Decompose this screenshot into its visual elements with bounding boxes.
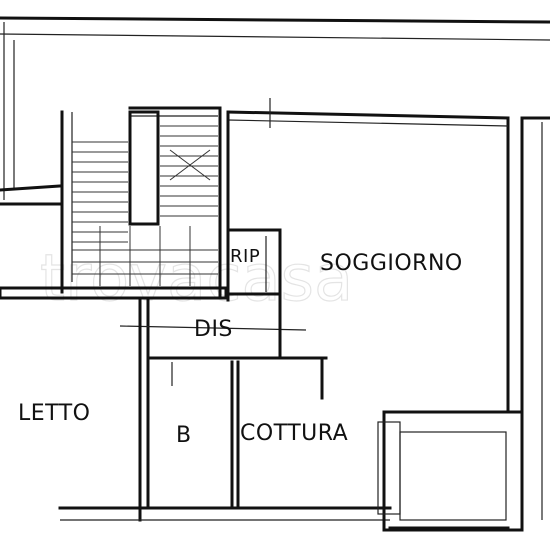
staircase: [72, 110, 218, 286]
room-label-bagno: B: [176, 423, 192, 448]
watermark-text: trovacasa: [40, 242, 353, 316]
top-boundary: [0, 16, 550, 200]
room-label-cottura: COTTURA: [240, 421, 348, 446]
walls: [0, 98, 550, 532]
room-label-letto: LETTO: [18, 401, 90, 426]
room-label-ripostiglio: RIP: [230, 246, 260, 267]
room-label-soggiorno: SOGGIORNO: [320, 251, 463, 276]
room-label-disimpegno: DIS: [194, 317, 233, 342]
